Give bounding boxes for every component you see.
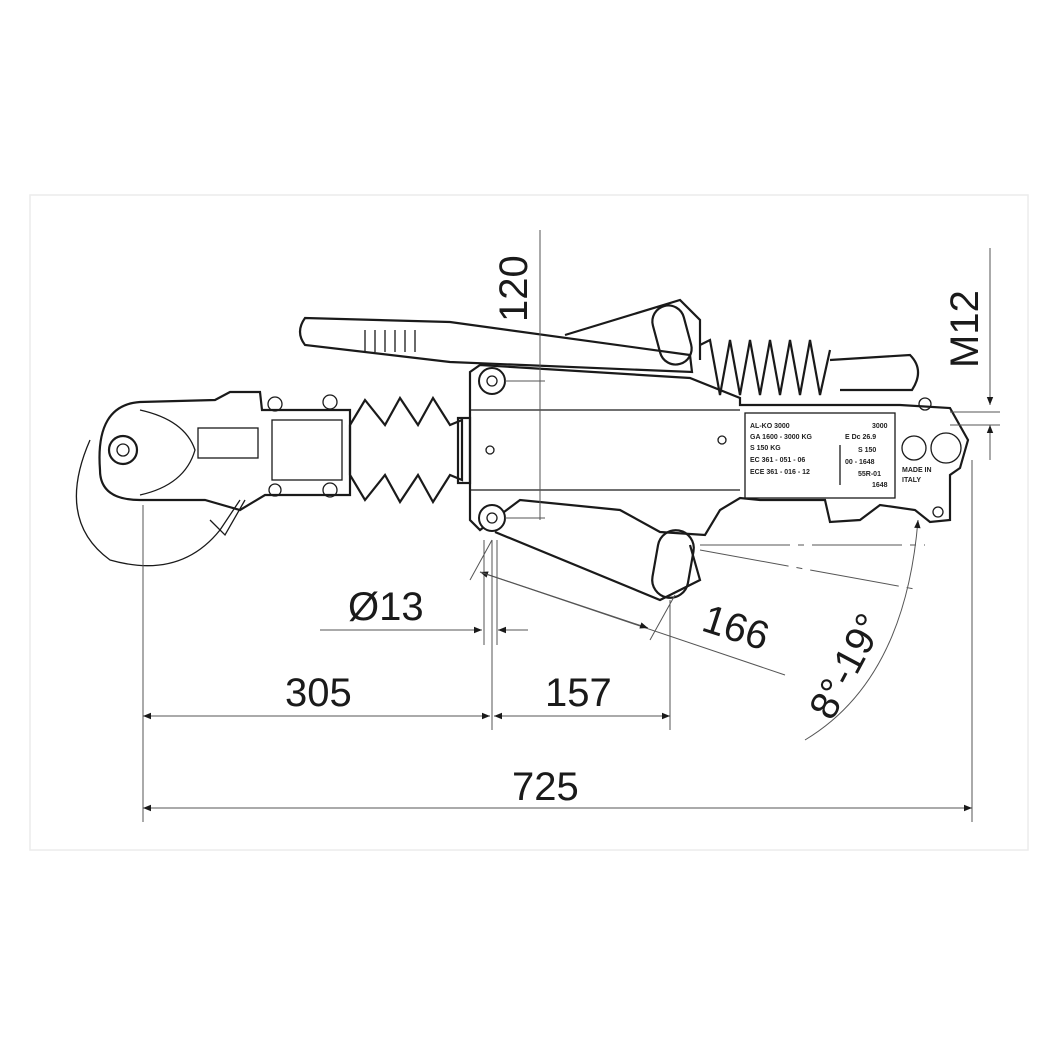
plate-right-6: 1648 bbox=[872, 482, 888, 489]
plate-line-5: ECE 361 - 016 - 12 bbox=[750, 469, 810, 476]
plate-line-4: EC 361 - 051 - 06 bbox=[750, 457, 805, 464]
dim-angle-label: 8°-19° bbox=[801, 607, 892, 727]
drawing-frame bbox=[29, 194, 1029, 851]
dim-120-label: 120 bbox=[492, 255, 536, 322]
dim-m12: M12 bbox=[943, 248, 1000, 460]
dim-m12-label: M12 bbox=[943, 290, 987, 368]
plate-right-2: E Dc 26.9 bbox=[845, 434, 876, 441]
dim-157-label: 157 bbox=[545, 671, 612, 715]
plate-line-2: GA 1600 - 3000 KG bbox=[750, 434, 813, 441]
nameplate: AL-KO 3000 GA 1600 - 3000 KG S 150 KG EC… bbox=[750, 423, 932, 489]
dim-305-label: 305 bbox=[285, 671, 352, 715]
plate-right-5: 55R-01 bbox=[858, 471, 881, 478]
coupling-body bbox=[468, 363, 970, 537]
plate-right-4: 00 - 1648 bbox=[845, 459, 875, 466]
dim-d13: Ø13 bbox=[320, 540, 528, 645]
plate-line-3: S 150 KG bbox=[750, 445, 781, 452]
dim-305-157: 305 157 bbox=[142, 505, 671, 822]
dim-166: 166 bbox=[469, 539, 786, 676]
bellows bbox=[348, 395, 472, 505]
plate-right-1: 3000 bbox=[872, 423, 888, 430]
dim-d13-label: Ø13 bbox=[348, 585, 424, 629]
dim-166-label: 166 bbox=[697, 597, 774, 659]
handbrake-lever bbox=[298, 298, 920, 396]
damper-arm bbox=[494, 529, 702, 602]
plate-line-1: AL-KO 3000 bbox=[750, 423, 790, 430]
dim-120: 120 bbox=[492, 230, 545, 520]
made-in-2: ITALY bbox=[902, 477, 921, 484]
coupling-head bbox=[75, 390, 352, 567]
dim-725: 725 bbox=[143, 460, 973, 822]
made-in-1: MADE IN bbox=[902, 467, 932, 474]
dim-725-label: 725 bbox=[512, 765, 579, 809]
plate-right-3: S 150 bbox=[858, 447, 876, 454]
